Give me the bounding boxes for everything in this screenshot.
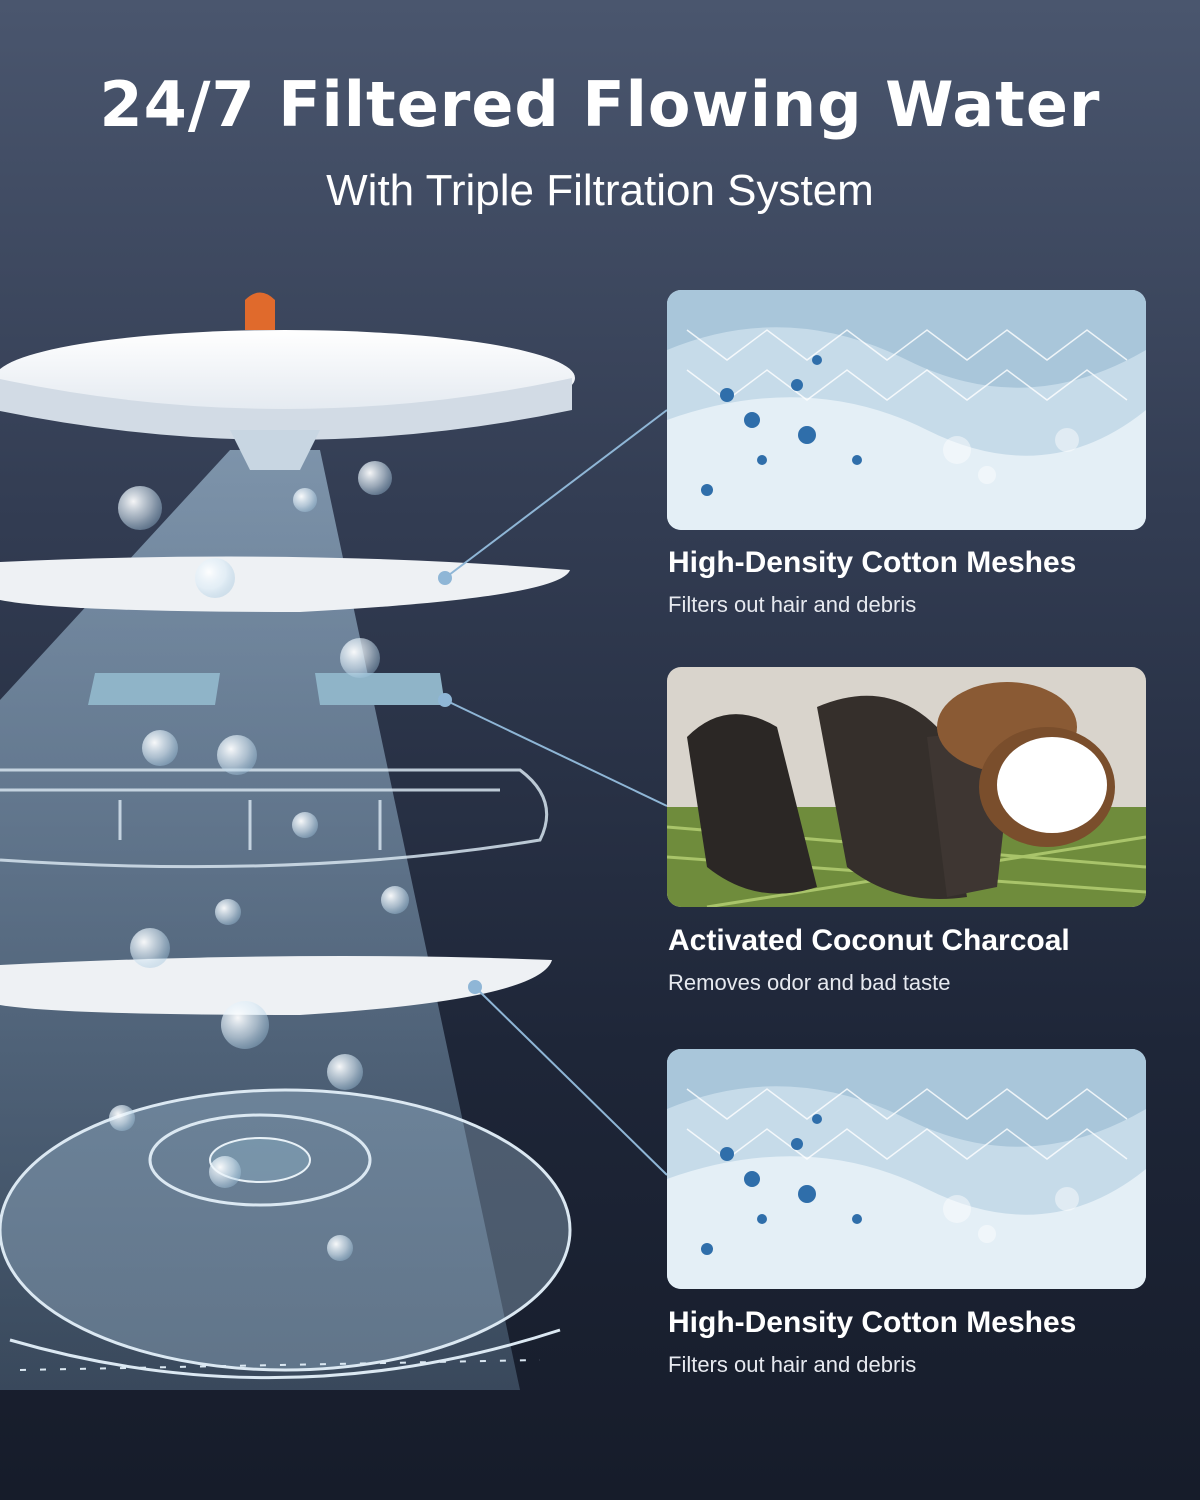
page-title: 24/7 Filtered Flowing Water <box>99 68 1101 141</box>
charcoal-blocks <box>88 673 445 705</box>
feature-desc-2: Removes odor and bad taste <box>668 970 951 995</box>
cotton-mesh-top <box>0 556 570 612</box>
cotton-mesh-image-top <box>667 290 1146 530</box>
cotton-mesh-image-bottom <box>667 1049 1146 1289</box>
feature-title-2: Activated Coconut Charcoal <box>668 924 1070 957</box>
feature-desc-1: Filters out hair and debris <box>668 592 917 617</box>
coconut-charcoal-image <box>667 667 1146 907</box>
water-bubbles <box>109 461 409 1261</box>
cotton-mesh-bottom <box>0 956 552 1015</box>
page-subtitle: With Triple Filtration System <box>326 166 874 215</box>
feature-title-1: High-Density Cotton Meshes <box>668 546 1077 579</box>
fountain-lid <box>0 292 575 470</box>
feature-desc-3: Filters out hair and debris <box>668 1352 917 1377</box>
feature-title-3: High-Density Cotton Meshes <box>668 1306 1077 1339</box>
filter-exploded-illustration <box>0 292 575 1390</box>
fountain-base <box>0 1088 572 1380</box>
